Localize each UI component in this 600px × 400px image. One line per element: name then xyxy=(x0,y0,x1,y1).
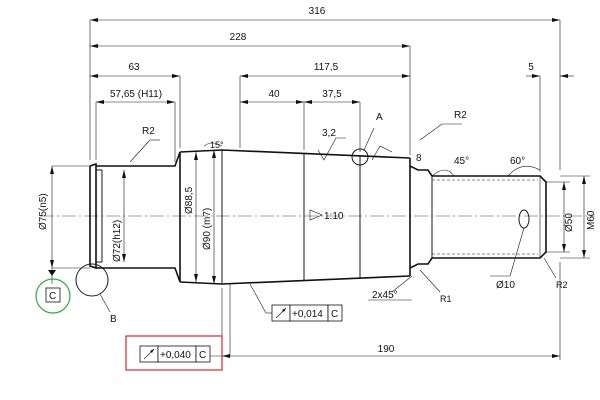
radius-r1: R1 xyxy=(440,294,452,304)
radius-r2-left: R2 xyxy=(142,126,155,137)
dim-5: 5 xyxy=(528,62,534,73)
angle-45: 45° xyxy=(454,156,469,167)
chamfer-2x45: 2x45° xyxy=(372,290,398,301)
runout-lower-datum: C xyxy=(199,350,206,361)
thread-m60: M60 xyxy=(586,210,597,230)
diameter-72: Ø72(h12) xyxy=(112,220,123,262)
dim-228: 228 xyxy=(230,32,247,43)
dim-37-5: 37,5 xyxy=(322,89,342,100)
dim-117-5: 117,5 xyxy=(314,62,339,73)
dim-190: 190 xyxy=(378,344,395,355)
radius-r2-right: R2 xyxy=(454,110,467,121)
diameter-50: Ø50 xyxy=(564,213,575,232)
dim-8: 8 xyxy=(416,153,422,164)
runout-upper-value: +0,014 xyxy=(292,309,323,320)
diameter-88-5: Ø88,5 xyxy=(184,186,195,214)
dim-57-65: 57,65 (H11) xyxy=(110,89,162,100)
diameter-90: Ø90 (m7) xyxy=(202,208,213,250)
roughness-3-2: 3,2 xyxy=(322,128,336,139)
detail-label-b: B xyxy=(110,314,117,325)
detail-label-a: A xyxy=(376,112,383,123)
shaft-outline xyxy=(89,149,547,285)
runout-upper-datum: C xyxy=(331,309,338,320)
datum-letter-c: C xyxy=(49,291,56,302)
datum-highlight-circle xyxy=(35,278,71,314)
dim-316: 316 xyxy=(309,6,326,17)
angle-60: 60° xyxy=(510,156,525,167)
angle-15: 15° xyxy=(210,140,224,150)
diameter-labels: Ø75(n5) Ø72(h12) Ø88,5 Ø90 (m7) Ø50 M60 xyxy=(38,150,597,284)
radius-r2-small: R2 xyxy=(556,280,568,290)
diameter-75: Ø75(n5) xyxy=(38,193,49,230)
dim-63: 63 xyxy=(128,62,140,73)
runout-frame-lower: +0,040 C xyxy=(125,284,231,371)
runout-highlight-box xyxy=(125,335,223,371)
diameter-10: Ø10 xyxy=(496,280,515,291)
top-dimensions: 316 228 63 57,65 (H11) 117,5 40 xyxy=(89,6,574,172)
feature-annotations: R2 15° 3,2 A R2 8 45° 60° 1:10 2x45° xyxy=(75,110,568,325)
runout-frame-upper: +0,014 C xyxy=(249,283,343,322)
datum-c: C xyxy=(35,268,71,314)
dim-40: 40 xyxy=(268,89,280,100)
runout-lower-value: +0,040 xyxy=(160,350,191,361)
taper-ratio: 1:10 xyxy=(324,211,344,222)
